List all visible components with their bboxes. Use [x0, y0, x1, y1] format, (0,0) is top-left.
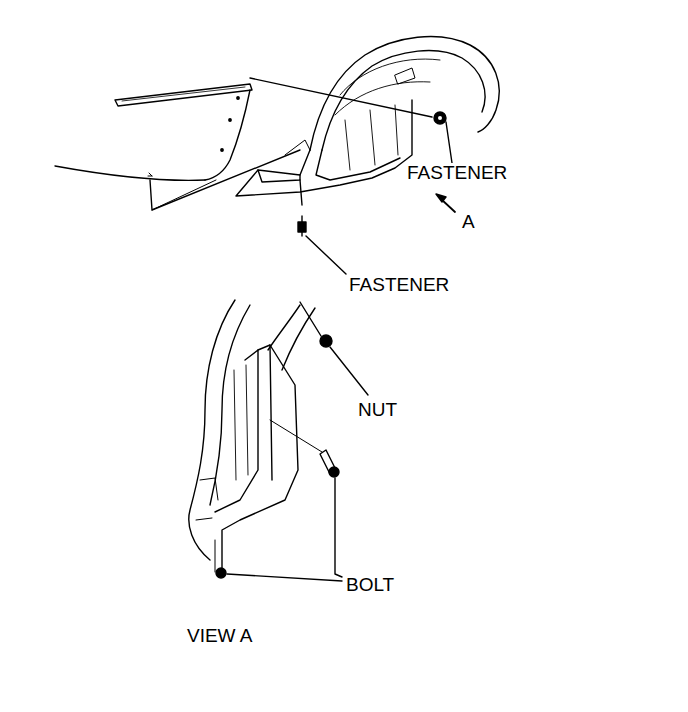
nut-symbol — [320, 335, 332, 347]
view-title: VIEW A — [185, 626, 254, 647]
leader-line — [446, 122, 452, 163]
liner-view-outline — [189, 300, 235, 560]
leader-line — [250, 78, 432, 117]
leader-line — [330, 347, 368, 395]
fastener-symbol — [298, 222, 306, 232]
fender-edge — [205, 90, 250, 180]
leader-line — [335, 478, 342, 577]
part-label: BOLT — [344, 575, 396, 596]
part-label: FASTENER — [347, 275, 451, 296]
fender-molding — [115, 84, 252, 106]
fastener-symbol — [434, 112, 446, 124]
leader-line — [306, 236, 346, 274]
liner-view-flap — [222, 345, 298, 572]
liner-outline — [310, 37, 499, 150]
fender-bottom — [55, 166, 205, 180]
part-label: FASTENER — [405, 163, 509, 184]
bracket-line — [150, 150, 300, 210]
liner-flap — [236, 100, 412, 196]
leader-line — [300, 302, 321, 336]
view-label: A — [460, 212, 477, 233]
part-label: NUT — [356, 400, 399, 421]
bolt-symbol — [216, 568, 226, 578]
leader-line — [227, 574, 342, 581]
